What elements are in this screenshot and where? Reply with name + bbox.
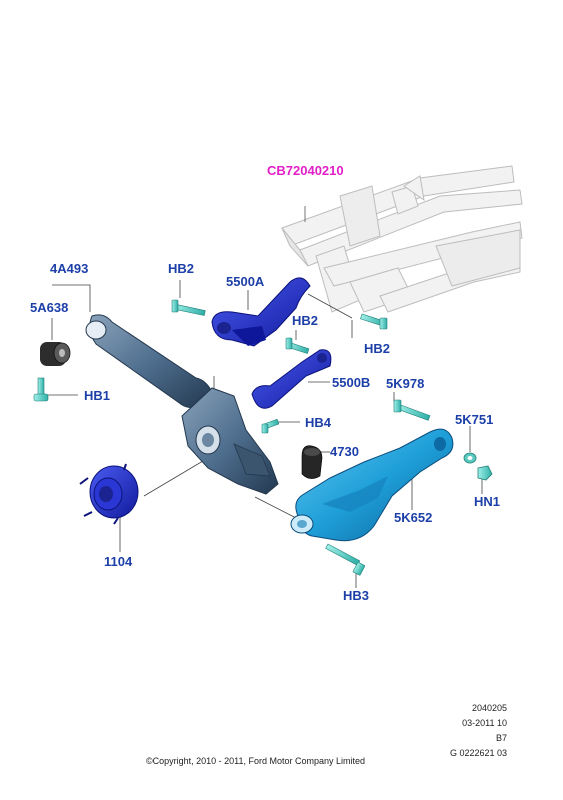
bolt-hb1[interactable] — [33, 377, 49, 402]
callout-upper-link[interactable]: 5500A — [226, 274, 265, 289]
bolt-hb3-part[interactable] — [325, 543, 366, 576]
bolt-hb2-mid-part[interactable] — [285, 337, 310, 354]
nut[interactable] — [477, 465, 493, 481]
callout-washer[interactable]: 5K751 — [455, 412, 494, 427]
upper-link[interactable] — [211, 277, 311, 347]
bushing[interactable] — [40, 342, 71, 366]
footer-copyright: ©Copyright, 2010 - 2011, Ford Motor Comp… — [146, 756, 366, 766]
lower-control-arm[interactable] — [290, 428, 454, 542]
callout-hub[interactable]: 1104 — [104, 554, 133, 569]
washer[interactable] — [463, 452, 477, 464]
callout-bolt-hb2-mid[interactable]: HB2 — [292, 313, 319, 328]
bolt-hb2-right-part[interactable] — [360, 313, 388, 330]
callout-lower-link[interactable]: 5500B — [332, 375, 371, 390]
callout-bolt-hb3[interactable]: HB3 — [343, 588, 370, 603]
callout-bolt-hb4[interactable]: HB4 — [305, 415, 332, 430]
footer-code-4: G 0222621 03 — [449, 748, 507, 758]
spring-seat[interactable] — [301, 445, 323, 479]
callout-bolt-5k978[interactable]: 5K978 — [386, 376, 425, 391]
footer-code-1: 2040205 — [471, 703, 507, 713]
trailing-arm-knuckle[interactable] — [85, 314, 279, 495]
footer-code-3: B7 — [495, 733, 507, 743]
callout-lower-arm[interactable]: 5K652 — [394, 510, 433, 525]
bolt-5k978-part[interactable] — [393, 399, 431, 421]
lower-link[interactable] — [251, 349, 332, 409]
callout-bushing[interactable]: 5A638 — [30, 300, 69, 315]
callout-nut[interactable]: HN1 — [474, 494, 501, 509]
footer-code-2: 03-2011 10 — [462, 718, 507, 728]
callout-bolt-hb2-left[interactable]: HB2 — [168, 261, 195, 276]
callout-spring-seat[interactable]: 4730 — [330, 444, 359, 459]
wheel-hub[interactable] — [79, 463, 139, 525]
callout-ref-subframe[interactable]: CB72040210 — [267, 163, 344, 178]
rear-subframe — [281, 165, 523, 313]
callout-bolt-hb2-right[interactable]: HB2 — [364, 341, 391, 356]
bolt-hb4-part[interactable] — [261, 418, 280, 434]
bolt-hb2-left-part[interactable] — [171, 299, 206, 316]
callout-bolt-hb1[interactable]: HB1 — [84, 388, 111, 403]
callout-knuckle-arm[interactable]: 4A493 — [50, 261, 89, 276]
